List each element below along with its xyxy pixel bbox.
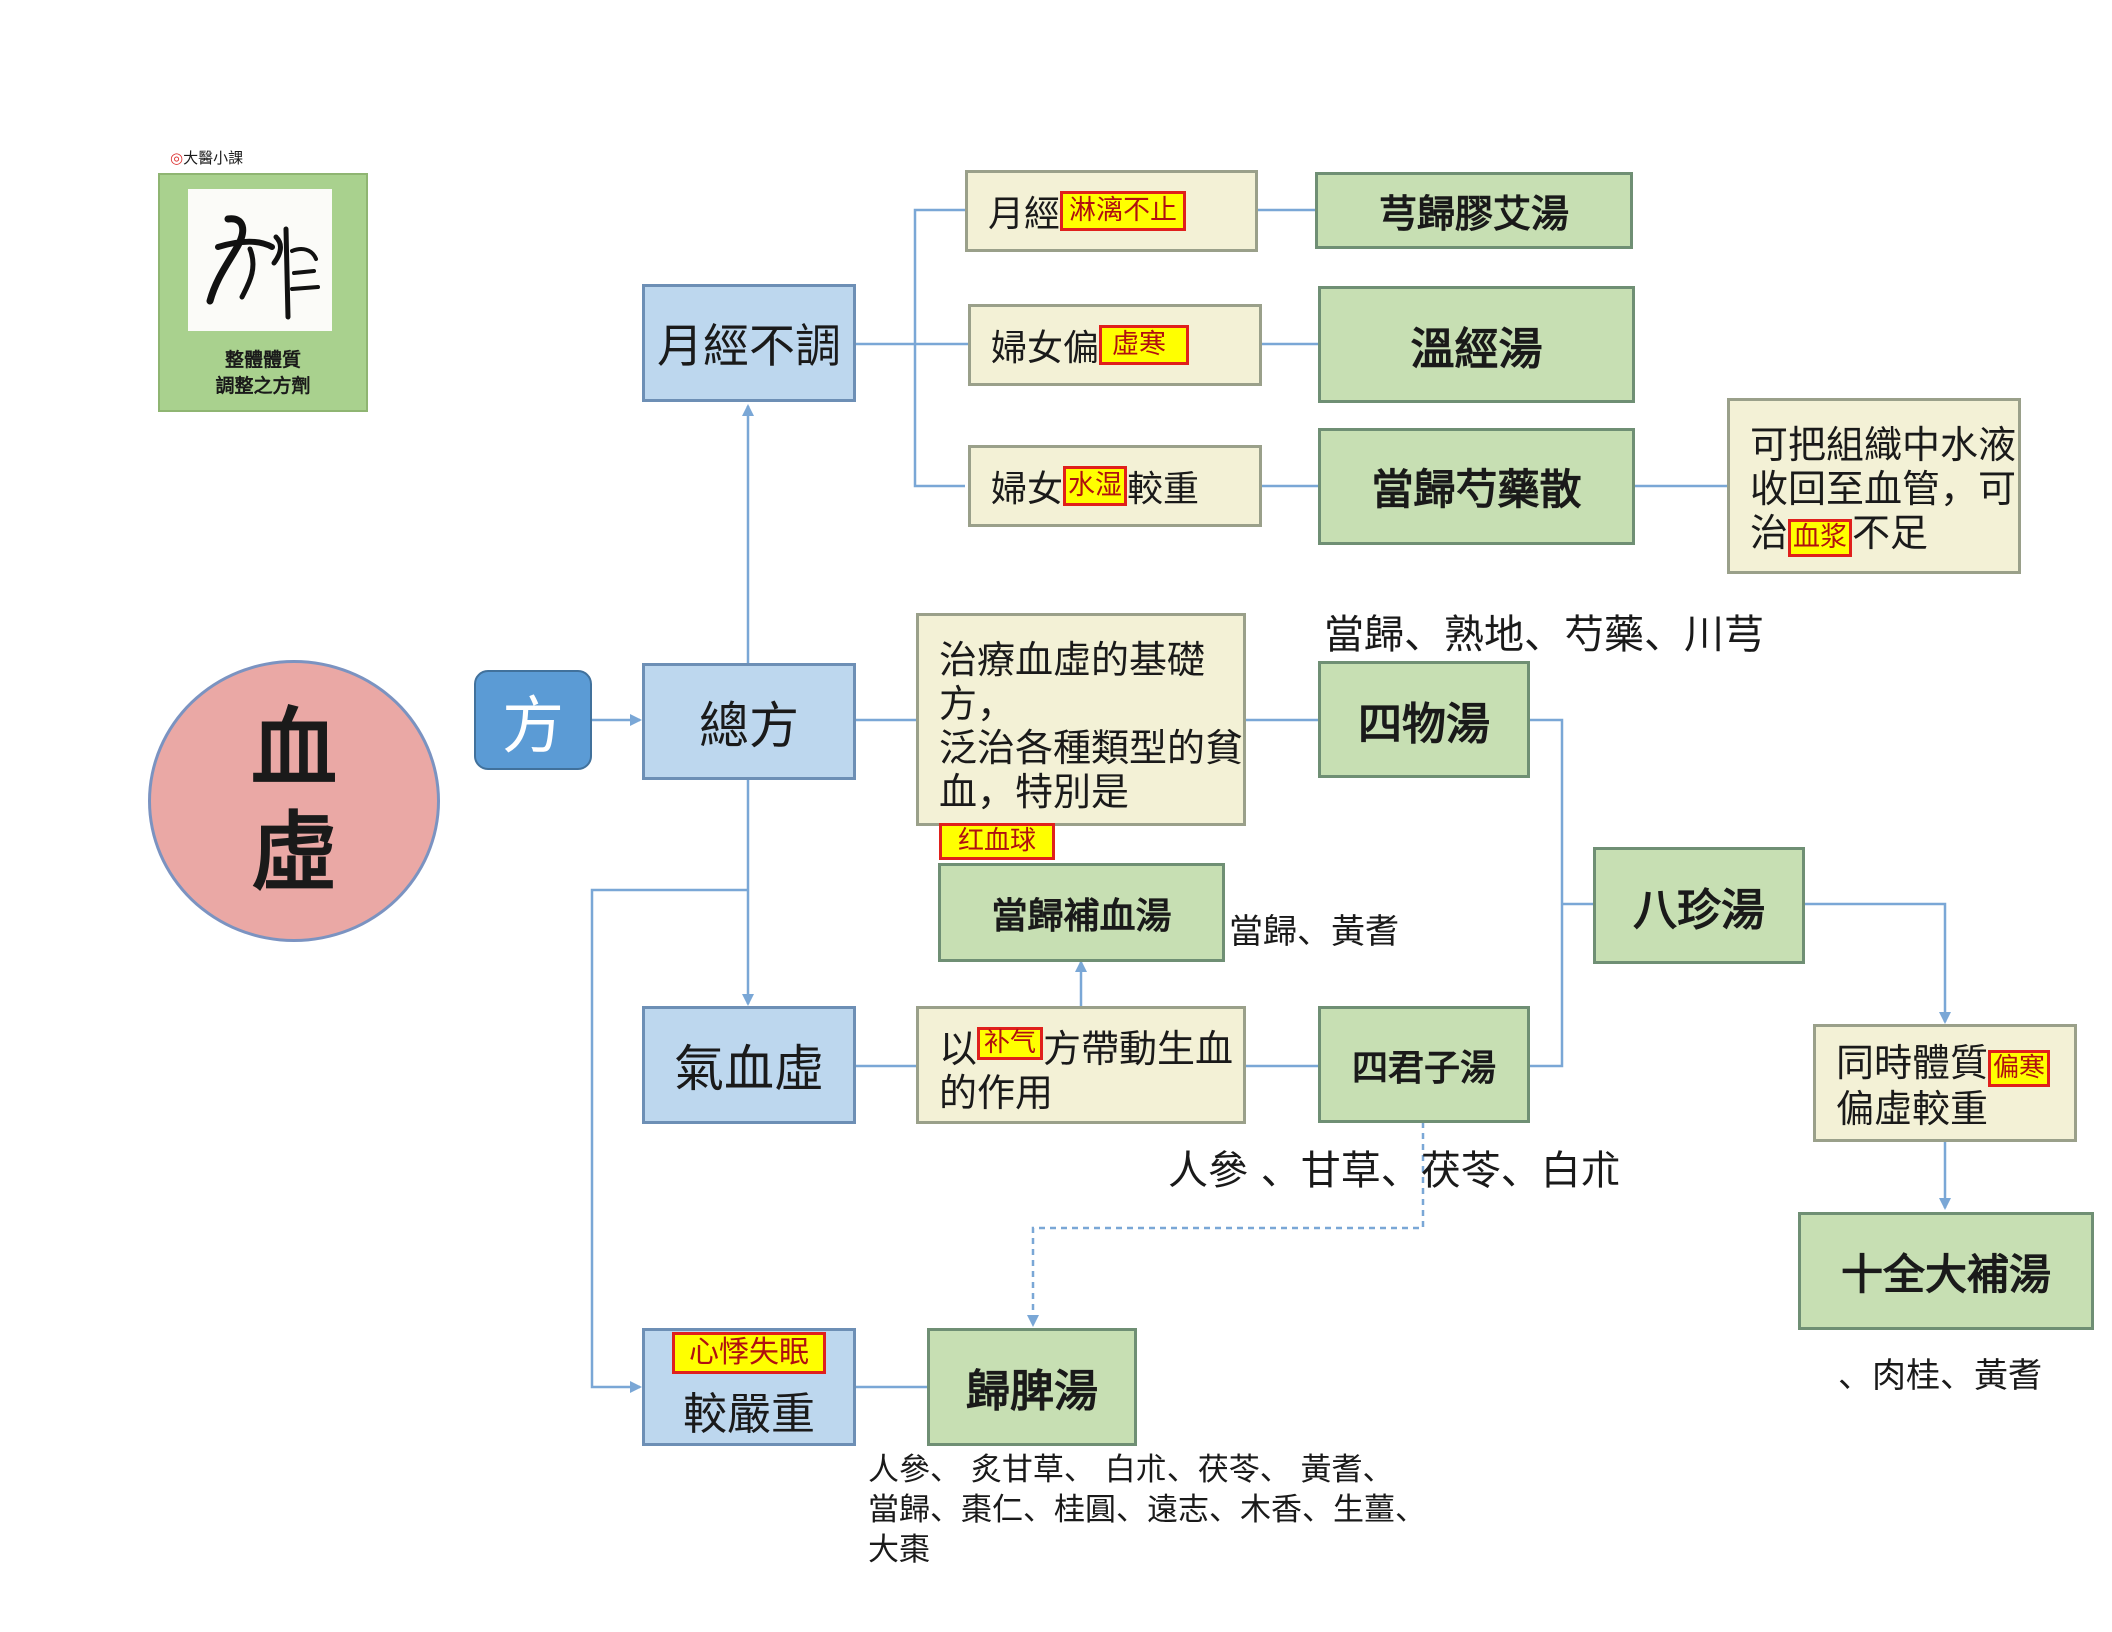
highlight-deficient-cold: 虛寒 [1099,324,1190,366]
note-plasma: 可把組織中水液 收回至血管，可 治血浆不足 [1727,398,2021,574]
logo-panel: 整體體質 調整之方劑 [158,173,368,412]
formula-danggui-buxue-tang: 當歸補血湯 [938,863,1225,962]
ingredients-danggui-buxue: 當歸、黃耆 [1229,912,1399,952]
formula-guipi-tang: 歸脾湯 [927,1328,1137,1446]
brush-calligraphy-icon [206,215,320,320]
formula-wenjing-tang: 溫經湯 [1318,286,1635,403]
formula-jiaoai-tang: 芎歸膠艾湯 [1315,172,1633,249]
ingredients-guipi: 人參、 炙甘草、 白朮、茯苓、 黃耆、 當歸、棗仁、桂圓、遠志、木香、生薑、 大… [868,1452,1426,1568]
category-irregular-menses: 月經不調 [642,284,856,402]
fang-node: 方 [474,670,592,770]
highlight-continuous-bleeding: 淋漓不止 [1060,190,1187,232]
highlight-cold-tendency: 偏寒 [1988,1050,2051,1088]
highlight-damp: 水湿 [1063,465,1128,507]
category-qi-blood-deficiency: 氣血虛 [642,1006,856,1124]
formula-shiquan-dabu-tang: 十全大補湯 [1798,1212,2094,1330]
condition-basic-blood-formula: 治療血虛的基礎方， 泛治各種類型的貧 血，特別是红血球 不足 [916,613,1246,904]
condition-deficient-cold: 婦女偏 虛寒 [968,304,1262,386]
root-node-blood-deficiency: 血 虛 [148,660,440,942]
formula-danggui-shaoyao-san: 當歸芍藥散 [1318,428,1635,545]
category-general-formula: 總方 [642,663,856,780]
logo-caption: ◎大醫小課 [170,149,244,167]
formula-siwu-tang: 四物湯 [1318,661,1530,778]
formula-sijunzi-tang: 四君子湯 [1318,1006,1530,1123]
condition-damp-heavy: 婦女 水湿 較重 [968,445,1262,527]
condition-continuous-bleeding: 月經 淋漓不止 [965,170,1258,252]
highlight-red-blood-cells: 红血球 [939,823,1056,861]
logo-calligraphy-image [188,189,332,331]
formula-bazhen-tang: 八珍湯 [1593,847,1805,964]
ingredients-sijunzi: 人參 、甘草、茯苓、白朮 [1168,1148,1621,1194]
logo: ◎大醫小課 整體體質 調整之方劑 [158,147,368,412]
logo-dot-icon: ◎ [170,149,184,167]
category-palpitation-insomnia: 心悸失眠 較嚴重 [642,1328,856,1446]
logo-subtitle: 整體體質 調整之方劑 [215,349,311,397]
ingredients-shiquan: 、肉桂、黃耆 [1838,1356,2042,1396]
highlight-palpitation-insomnia: 心悸失眠 [672,1332,826,1374]
highlight-plasma: 血浆 [1788,519,1853,558]
condition-tonify-qi: 以补气方帶動生血 的作用 [916,1006,1246,1124]
ingredients-siwu: 當歸、熟地、芍藥、川芎 [1324,612,1764,658]
highlight-tonify-qi: 补气 [977,1027,1044,1061]
condition-cold-constitution: 同時體質偏寒 偏虛較重 [1813,1024,2077,1142]
